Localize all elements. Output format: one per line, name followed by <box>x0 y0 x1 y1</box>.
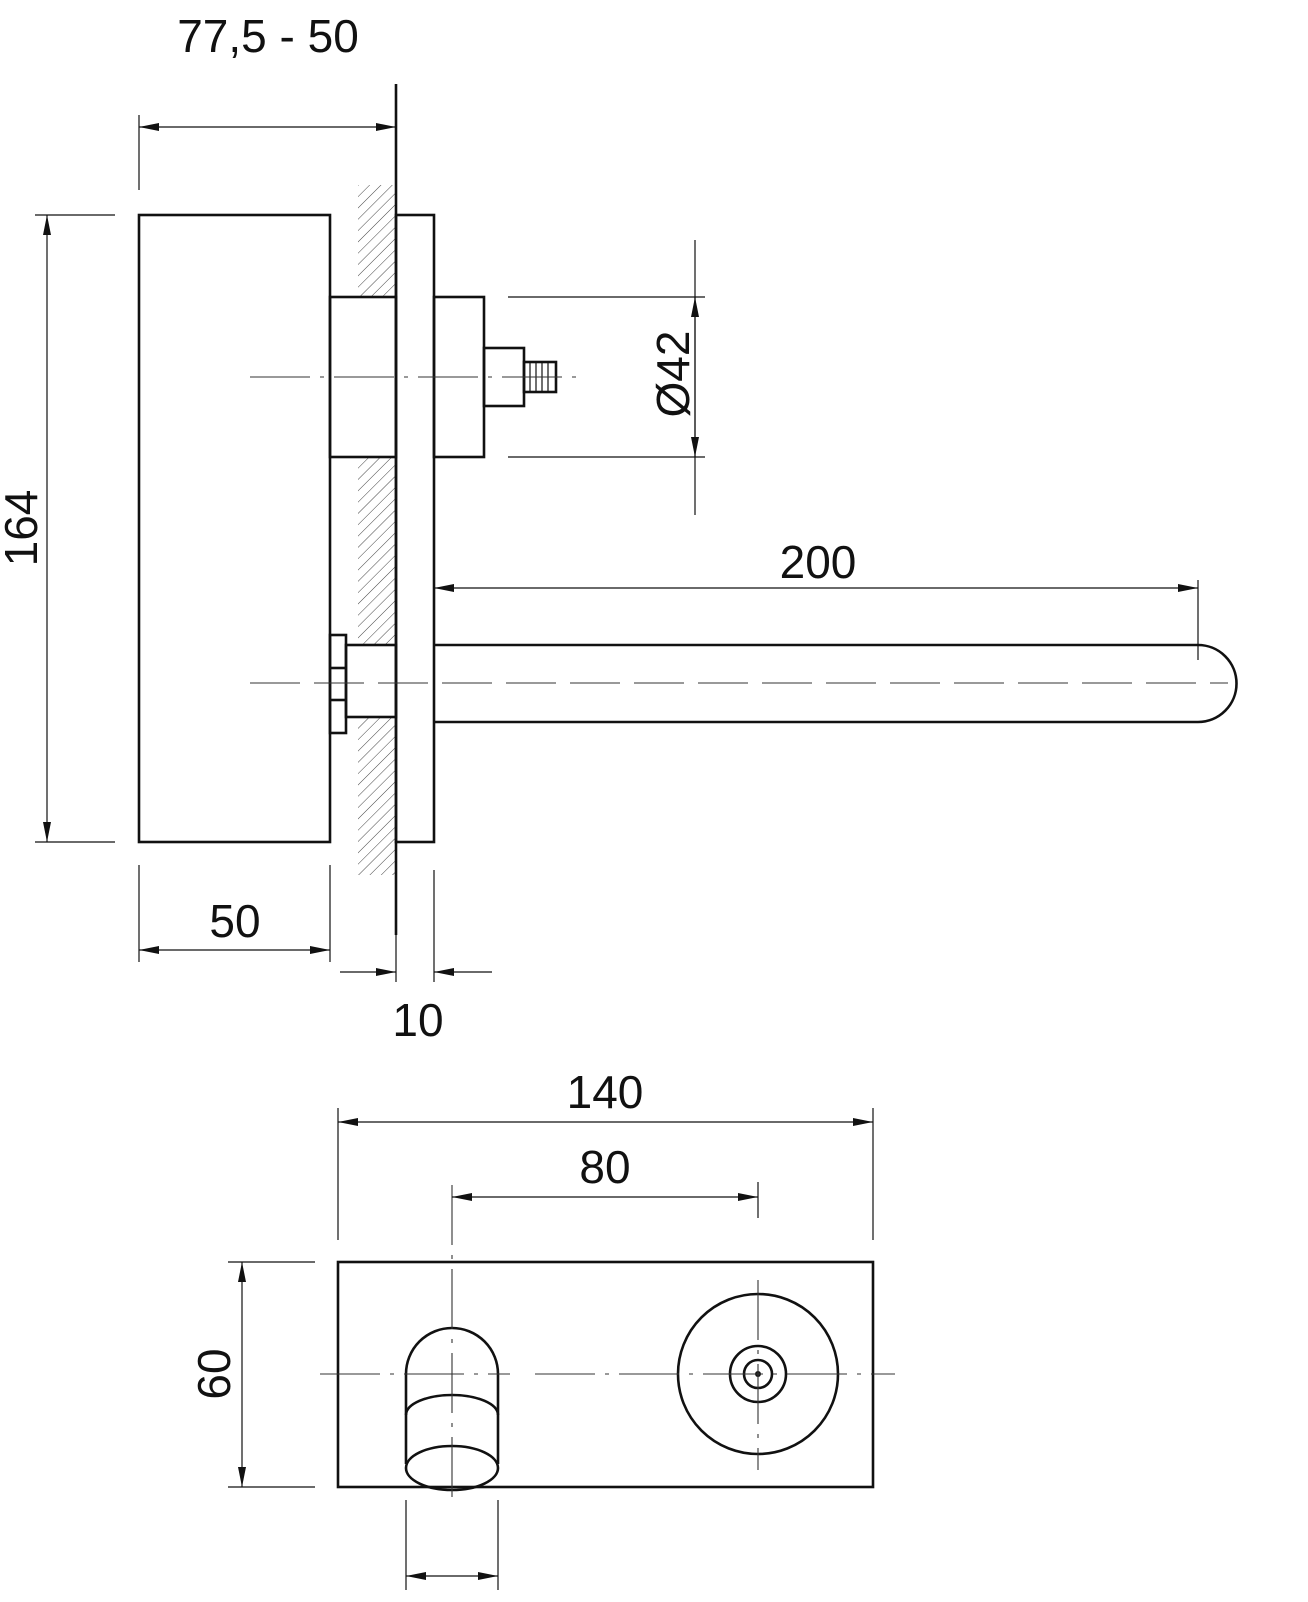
dim-height: 164 <box>0 490 47 567</box>
dim-diameter: Ø42 <box>647 331 699 418</box>
side-view: 77,5 - 50 164 50 10 Ø42 200 <box>0 10 1238 1046</box>
body-connector-lower <box>344 643 398 719</box>
dim-wall-projection: 77,5 - 50 <box>177 10 359 62</box>
front-view: 140 80 60 <box>188 1066 895 1590</box>
dim-spout-length: 200 <box>780 536 857 588</box>
mixer-body <box>137 213 332 844</box>
wall-hatching <box>358 185 396 875</box>
dim-center-distance: 80 <box>579 1141 630 1193</box>
dim-plate-thickness: 10 <box>392 994 443 1046</box>
dim-body-depth: 50 <box>209 895 260 947</box>
spout <box>434 643 1238 724</box>
cover-plate <box>394 213 436 844</box>
dim-plate-width: 140 <box>567 1066 644 1118</box>
dim-plate-height: 60 <box>188 1348 240 1399</box>
nut <box>328 633 348 735</box>
